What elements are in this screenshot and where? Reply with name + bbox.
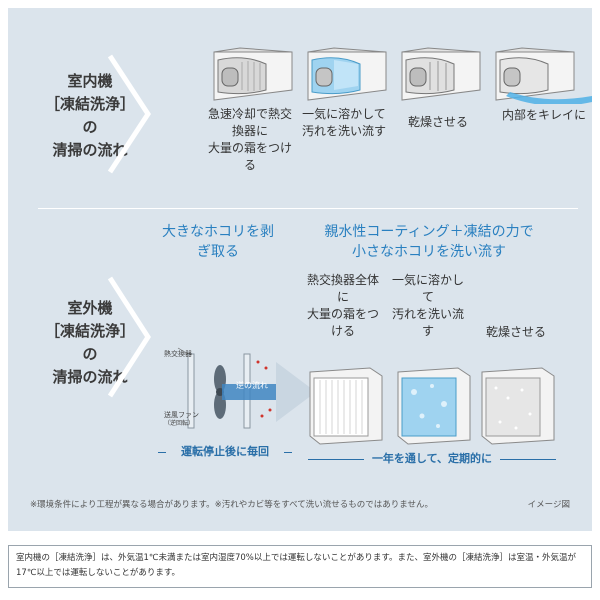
arrow-right-icon bbox=[276, 362, 316, 422]
section-divider bbox=[38, 208, 578, 209]
band-line bbox=[284, 452, 292, 453]
outdoor-step-label: 一気に溶かし て 汚れを洗い流 す bbox=[386, 272, 470, 340]
image-illustration-label: イメージ図 bbox=[527, 500, 570, 510]
outdoor-step-line: て bbox=[421, 290, 434, 304]
cleaning-flow-panel: 室内機 ［凍結洗浄］ の 清掃の流れ 急速冷却で熱交 bbox=[8, 8, 592, 531]
chevron-right-icon bbox=[108, 276, 151, 398]
indoor-unit-drying-illustration bbox=[401, 47, 481, 101]
outdoor-step-label: 熱交換器全体 に 大量の霜をつ ける bbox=[302, 272, 384, 340]
indoor-heading-line: 室内機 bbox=[67, 72, 113, 90]
outdoor-step-line: 大量の霜をつ bbox=[306, 307, 379, 321]
indoor-unit-melting-illustration bbox=[307, 47, 387, 101]
indoor-heading-line: の bbox=[82, 118, 98, 136]
indoor-step-line: 乾燥させる bbox=[407, 115, 468, 129]
band-line bbox=[308, 459, 364, 460]
left-band-label: 運転停止後に毎回 bbox=[181, 445, 269, 458]
outdoor-left-title-line: ぎ取る bbox=[197, 244, 239, 260]
indoor-step-line: 一気に溶かして bbox=[302, 107, 386, 121]
outdoor-step-line: 乾燥させる bbox=[485, 325, 546, 339]
outdoor-left-title: 大きなホコリを剥 ぎ取る bbox=[154, 222, 282, 262]
fan-label: 送風ファン bbox=[164, 411, 199, 419]
outdoor-right-title-line: 親水性コーティング＋凍結の力で bbox=[324, 224, 534, 240]
indoor-step-label: 一気に溶かして 汚れを洗い流す bbox=[292, 106, 396, 140]
outdoor-step-line: 熱交換器全体 bbox=[306, 273, 379, 287]
indoor-heading: 室内機 ［凍結洗浄］ の 清掃の流れ bbox=[30, 70, 150, 162]
indoor-step-line: 大量の霜をつけ bbox=[207, 141, 292, 155]
outdoor-step-line: す bbox=[421, 324, 434, 338]
outdoor-heading: 室外機 ［凍結洗浄］ の 清掃の流れ bbox=[30, 297, 150, 389]
indoor-heading-line: ［凍結洗浄］ bbox=[44, 95, 135, 113]
heat-exchanger-label: 熱交換器 bbox=[164, 350, 192, 358]
outdoor-unit-melting-illustration bbox=[397, 367, 471, 445]
reverse-flow-label: 逆の流れ bbox=[236, 381, 268, 390]
outdoor-heading-line: 清掃の流れ bbox=[52, 368, 128, 386]
disclaimer-note: ※環境条件により工程が異なる場合があります。※汚れやカビ等をすべて洗い流せるもの… bbox=[30, 500, 434, 510]
indoor-step-label: 乾燥させる bbox=[386, 114, 490, 131]
indoor-step-line: 内部をキレイに bbox=[501, 108, 586, 122]
outdoor-unit-drying-illustration bbox=[481, 367, 555, 445]
outdoor-unit-frosting-illustration bbox=[309, 367, 383, 445]
outdoor-left-title-line: 大きなホコリを剥 bbox=[162, 224, 274, 240]
band-line bbox=[158, 452, 166, 453]
right-band-label: 一年を通して、定期的に bbox=[371, 452, 493, 465]
indoor-step-line: る bbox=[243, 158, 256, 172]
chevron-right-icon bbox=[108, 54, 151, 174]
indoor-heading-line: 清掃の流れ bbox=[52, 141, 128, 159]
outdoor-heading-line: の bbox=[82, 345, 98, 363]
indoor-step-line: 汚れを洗い流す bbox=[301, 124, 386, 138]
footer-notice: 室内機の［凍結洗浄］は、外気温1℃未満または室内湿度70%以上では運転しないこと… bbox=[8, 545, 592, 588]
outdoor-right-title: 親水性コーティング＋凍結の力で 小さなホコリを洗い流す bbox=[304, 222, 554, 262]
outdoor-step-line: に bbox=[336, 290, 349, 304]
indoor-step-line: 急速冷却で熱交 bbox=[207, 107, 292, 121]
outdoor-step-line: 一気に溶かし bbox=[391, 273, 464, 287]
outdoor-step-line: 汚れを洗い流 bbox=[391, 307, 464, 321]
indoor-unit-clean-illustration bbox=[495, 47, 592, 104]
outdoor-heading-line: ［凍結洗浄］ bbox=[44, 322, 135, 340]
indoor-step-label: 内部をキレイに bbox=[496, 107, 592, 124]
indoor-step-line: 換器に bbox=[231, 124, 268, 138]
outdoor-heading-line: 室外機 bbox=[67, 299, 113, 317]
indoor-step-label: 急速冷却で熱交 換器に 大量の霜をつけ る bbox=[198, 106, 302, 174]
outdoor-step-label: 乾燥させる bbox=[474, 324, 558, 341]
outdoor-right-title-line: 小さなホコリを洗い流す bbox=[352, 244, 506, 260]
fan-note-label: （逆回転） bbox=[164, 420, 195, 427]
outdoor-step-line: ける bbox=[330, 324, 355, 338]
indoor-unit-frosting-illustration bbox=[213, 47, 293, 101]
band-line bbox=[500, 459, 556, 460]
